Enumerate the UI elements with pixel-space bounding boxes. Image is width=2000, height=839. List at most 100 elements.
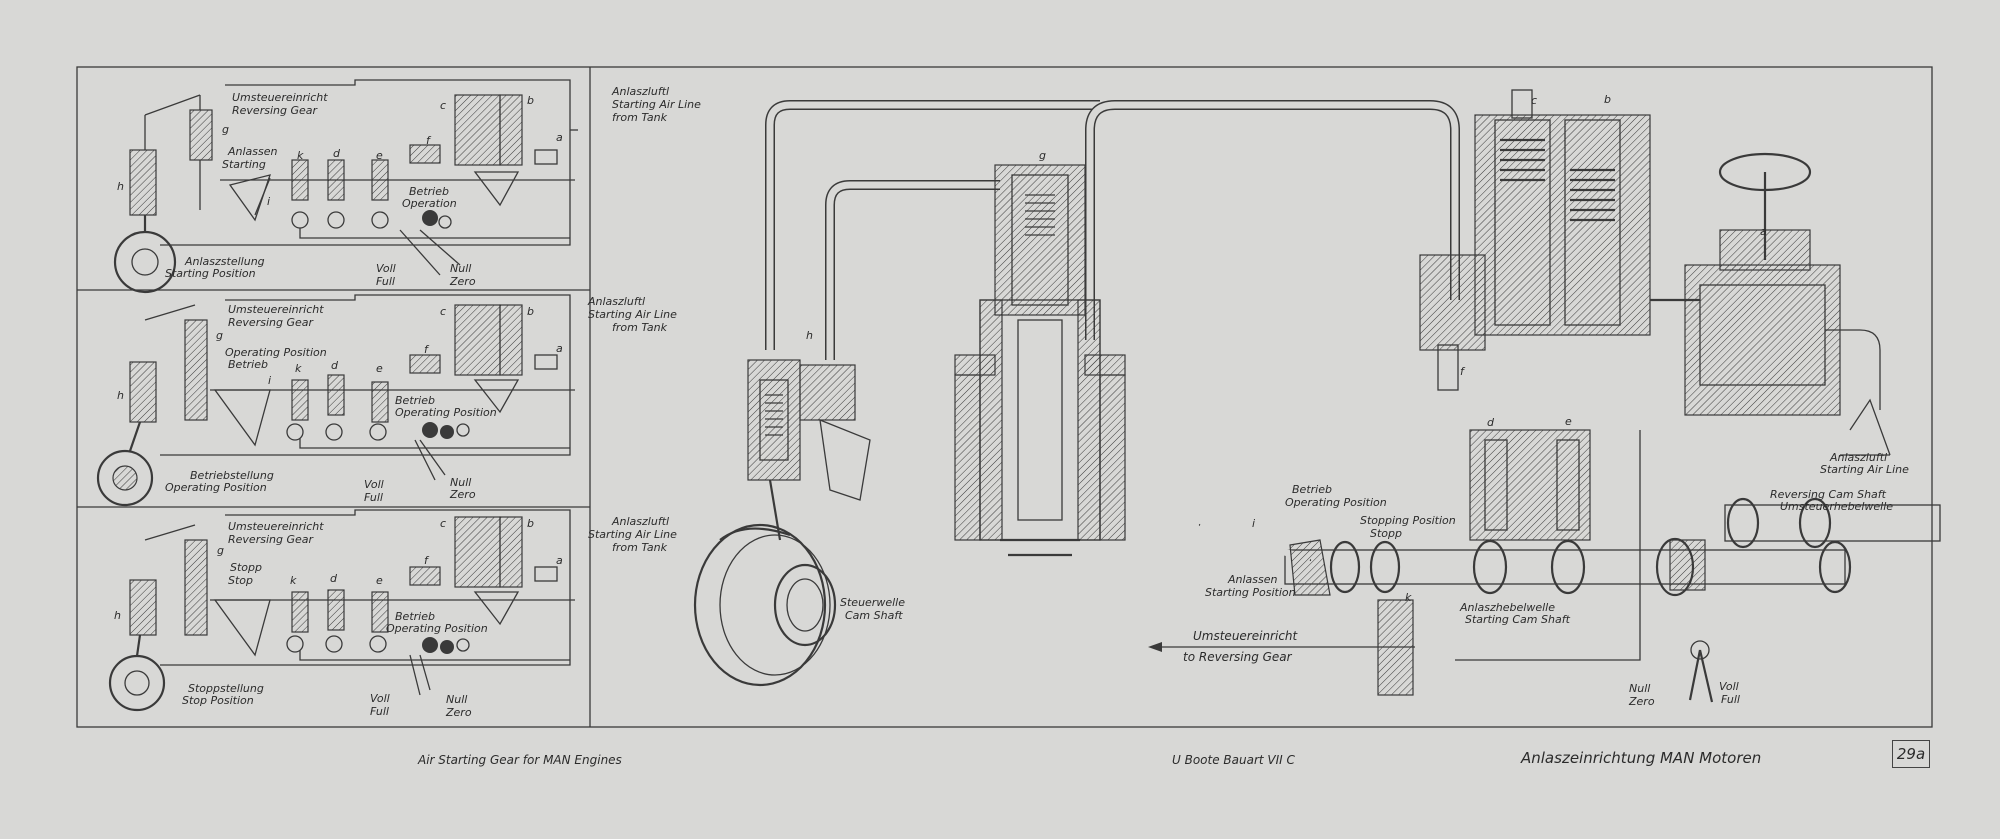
- label-h: h: [117, 180, 124, 193]
- position-en: Starting Position: [165, 267, 256, 280]
- reversing-cam-en: Reversing Cam Shaft: [1770, 488, 1886, 501]
- label-g: g: [222, 123, 229, 136]
- label-k: k: [1405, 591, 1412, 604]
- label-b: b: [527, 305, 534, 318]
- full-en: Full: [364, 491, 383, 504]
- label-g: g: [217, 544, 224, 557]
- label-a: a: [556, 131, 563, 144]
- label-k: k: [297, 149, 304, 162]
- main-assembly-drawing: [693, 89, 1941, 703]
- reversing-cam-de: Umsteuerhebelwelle: [1780, 500, 1894, 513]
- position-de: Stoppstellung: [188, 682, 264, 695]
- schematic-panel-3: [108, 509, 575, 712]
- footer-left-caption: Air Starting Gear for MAN Engines: [418, 753, 622, 767]
- label-f: f: [1460, 365, 1464, 378]
- air-line-de: Anlaszluftl: [612, 85, 670, 98]
- state-de: Betrieb: [228, 358, 268, 371]
- label-d: d: [333, 147, 340, 160]
- reversing-gear-en: Reversing Gear: [228, 316, 314, 329]
- label-k: k: [290, 574, 297, 587]
- starting-cam-en: Starting Cam Shaft: [1465, 613, 1570, 626]
- air-line-en-2: from Tank: [612, 111, 667, 124]
- label-a: a: [1760, 225, 1767, 238]
- label-e: e: [1565, 415, 1572, 428]
- state-de: Stopp: [230, 561, 262, 574]
- reversing-gear-de: Umsteuereinricht: [232, 91, 328, 104]
- operation-en: Operation: [402, 197, 457, 210]
- label-b: b: [527, 94, 534, 107]
- label-e: e: [376, 362, 383, 375]
- label-a: a: [556, 554, 563, 567]
- starting-de: Anlassen: [228, 145, 278, 158]
- label-i: i: [268, 374, 272, 387]
- label-h: h: [806, 329, 813, 342]
- operation-de: Betrieb: [395, 610, 435, 623]
- null-en: Zero: [1629, 695, 1655, 708]
- label-k: k: [295, 362, 302, 375]
- full-de: Voll: [376, 262, 396, 275]
- zero-de: Null: [446, 693, 468, 706]
- footer-center-caption: U Boote Bauart VII C: [1172, 753, 1295, 767]
- reversing-gear-en: to Reversing Gear: [1183, 650, 1292, 664]
- label-c: c: [440, 305, 447, 318]
- voll-en: Full: [1721, 693, 1740, 706]
- label-d: d: [330, 572, 337, 585]
- operation-de: Betrieb: [395, 394, 435, 407]
- position-en: Stop Position: [182, 694, 254, 707]
- label-c: c: [440, 99, 447, 112]
- full-de: Voll: [370, 692, 390, 705]
- label-c: c: [1531, 94, 1538, 107]
- cam-shaft-de: Steuerwelle: [840, 596, 905, 609]
- outer-frame: [76, 66, 1933, 728]
- label-f: f: [424, 343, 428, 356]
- label-d: d: [1487, 416, 1494, 429]
- position-de: Anlaszstellung: [185, 255, 265, 268]
- zero-de: Null: [450, 476, 472, 489]
- betrieb-en: Operating Position: [1285, 496, 1387, 509]
- label-d: d: [331, 359, 338, 372]
- state-en: Operating Position: [225, 346, 327, 359]
- full-de: Voll: [364, 478, 384, 491]
- page-number: 29a: [1892, 740, 1930, 768]
- air-line-en-2: from Tank: [612, 541, 667, 554]
- zero-en: Zero: [446, 706, 472, 719]
- label-i: i: [1252, 517, 1256, 530]
- label-a: a: [556, 342, 563, 355]
- schematic-panel-2: [96, 294, 575, 507]
- operation-en: Operating Position: [386, 622, 488, 635]
- label-h: h: [117, 389, 124, 402]
- full-en: Full: [376, 275, 395, 288]
- stopping-en: Stopping Position: [1360, 514, 1456, 527]
- air-line-en-1: Starting Air Line: [612, 98, 701, 111]
- label-f: f: [424, 554, 428, 567]
- state-en: Stop: [228, 574, 254, 587]
- label-f: f: [426, 134, 430, 147]
- reversing-gear-de: Umsteuereinricht: [1193, 629, 1298, 643]
- air-line-de: Anlaszluftl: [588, 295, 646, 308]
- reversing-gear-en: Reversing Gear: [232, 104, 318, 117]
- zero-en: Zero: [450, 488, 476, 501]
- starting-cam-de: Anlaszhebelwelle: [1460, 601, 1555, 614]
- schematic-panel-1: [113, 79, 578, 294]
- null-de: Null: [1629, 682, 1651, 695]
- anlassen-de: Anlassen: [1228, 573, 1278, 586]
- zero-en: Zero: [450, 275, 476, 288]
- label-e: e: [376, 149, 383, 162]
- position-de: Betriebstellung: [190, 469, 274, 482]
- air-line-en-1: Starting Air Line: [588, 308, 677, 321]
- label-c: c: [440, 517, 447, 530]
- position-en: Operating Position: [165, 481, 267, 494]
- label-g: g: [1039, 149, 1046, 162]
- starting-en: Starting: [222, 158, 266, 171]
- air-line-de: Anlaszluftl: [1830, 451, 1888, 464]
- label-i: i: [267, 195, 271, 208]
- betrieb-de: Betrieb: [1292, 483, 1332, 496]
- operation-en: Operating Position: [395, 406, 497, 419]
- air-line-de: Anlaszluftl: [612, 515, 670, 528]
- air-line-en-2: from Tank: [612, 321, 667, 334]
- full-en: Full: [370, 705, 389, 718]
- label-b: b: [1604, 93, 1611, 106]
- label-h: h: [114, 609, 121, 622]
